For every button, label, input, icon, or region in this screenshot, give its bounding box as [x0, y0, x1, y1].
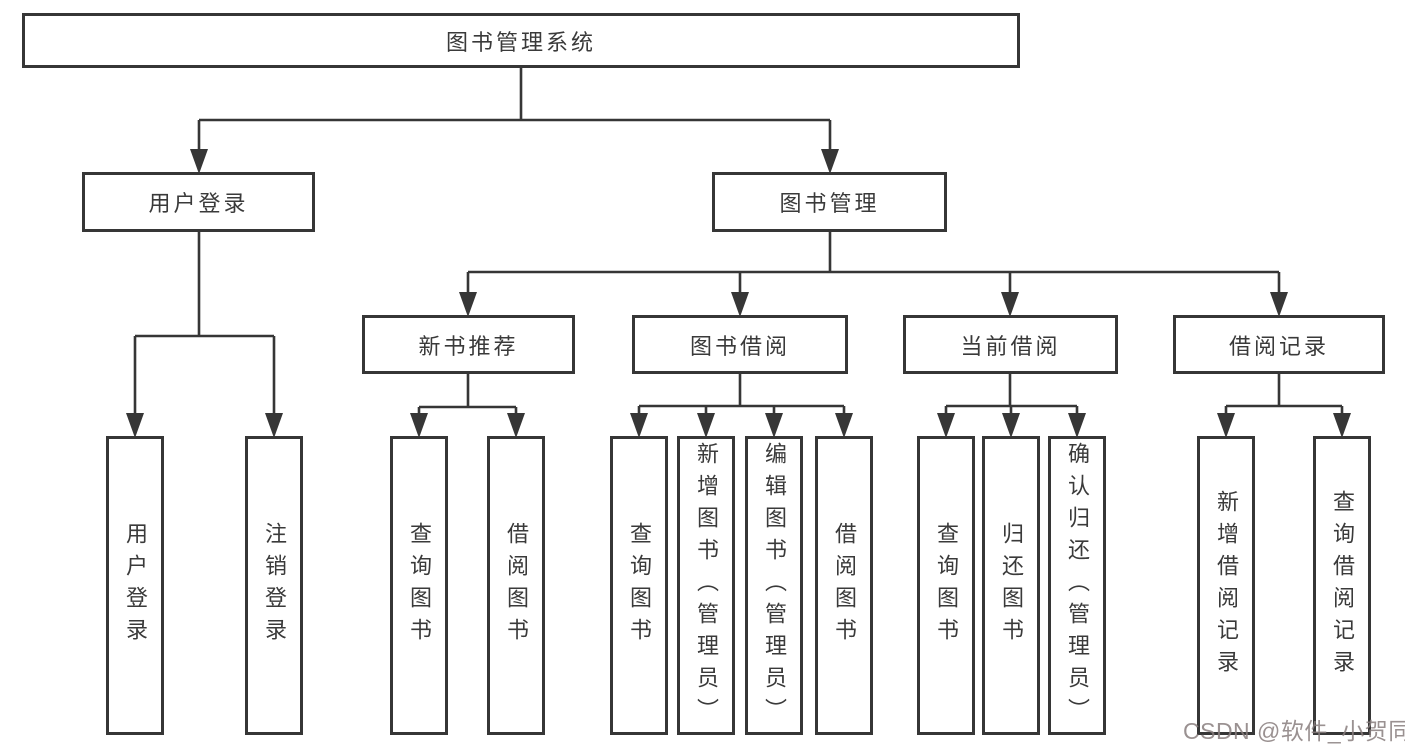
leaf-user-login-label: 用户登录 [123, 521, 148, 650]
leaf-return-books-label: 归还图书 [999, 521, 1024, 650]
connector-root-to-level1 [197, 68, 832, 150]
leaf-query-books-borrowing: 查询图书 [610, 436, 668, 735]
leaf-edit-books-admin: 编辑图书（管理员） [745, 436, 803, 735]
node-current-borrowing-label: 当前借阅 [960, 333, 1061, 359]
node-root-label: 图书管理系统 [445, 29, 596, 55]
leaf-borrow-books: 借阅图书 [815, 436, 873, 735]
leaf-query-books-borrowing-label: 查询图书 [627, 521, 652, 650]
node-root-system: 图书管理系统 [22, 13, 1020, 68]
node-book-management-module: 图书管理 [712, 172, 947, 232]
arrowheads [126, 149, 1351, 438]
node-book-management-label: 图书管理 [779, 191, 880, 216]
leaf-borrow-books-label: 借阅图书 [832, 521, 857, 650]
connector-bookmgmt-to-level2 [466, 232, 1281, 293]
connector-userlogin-to-leaves [133, 232, 276, 414]
node-new-book-recommend-label: 新书推荐 [418, 333, 519, 359]
leaf-confirm-return-admin-label: 确认归还（管理员） [1065, 441, 1090, 730]
leaf-query-books-current: 查询图书 [917, 436, 975, 735]
leaf-query-books-current-label: 查询图书 [934, 521, 959, 650]
node-user-login-module: 用户登录 [82, 172, 315, 232]
leaf-return-books: 归还图书 [982, 436, 1040, 735]
connector-current-to-leaves [944, 374, 1079, 414]
leaf-borrow-books-recommend: 借阅图书 [487, 436, 545, 735]
leaf-add-books-admin: 新增图书（管理员） [677, 436, 735, 735]
leaf-query-books-recommend-label: 查询图书 [407, 521, 432, 650]
leaf-logout-label: 注销登录 [262, 521, 287, 650]
node-borrowing-records: 借阅记录 [1173, 315, 1385, 374]
leaf-logout: 注销登录 [245, 436, 303, 735]
leaf-add-borrow-record: 新增借阅记录 [1197, 436, 1255, 735]
leaf-confirm-return-admin: 确认归还（管理员） [1048, 436, 1106, 735]
leaf-add-books-admin-label: 新增图书（管理员） [694, 441, 719, 730]
node-current-borrowing: 当前借阅 [903, 315, 1118, 374]
node-user-login-label: 用户登录 [148, 191, 249, 216]
leaf-query-books-recommend: 查询图书 [390, 436, 448, 735]
leaf-edit-books-admin-label: 编辑图书（管理员） [762, 441, 787, 730]
leaf-query-borrow-record-label: 查询借阅记录 [1330, 489, 1355, 682]
connector-borrowing-to-leaves [637, 374, 846, 414]
leaf-borrow-books-recommend-label: 借阅图书 [504, 521, 529, 650]
connector-recommend-to-leaves [417, 374, 518, 414]
leaf-user-login: 用户登录 [106, 436, 164, 735]
node-book-borrowing: 图书借阅 [632, 315, 848, 374]
csdn-watermark: CSDN @软件_小贺同学 [1183, 718, 1405, 744]
leaf-query-borrow-record: 查询借阅记录 [1313, 436, 1371, 735]
node-new-book-recommend: 新书推荐 [362, 315, 575, 374]
node-book-borrowing-label: 图书借阅 [689, 333, 790, 359]
connector-records-to-leaves [1224, 374, 1344, 414]
node-borrowing-records-label: 借阅记录 [1228, 333, 1329, 359]
leaf-add-borrow-record-label: 新增借阅记录 [1214, 489, 1239, 682]
